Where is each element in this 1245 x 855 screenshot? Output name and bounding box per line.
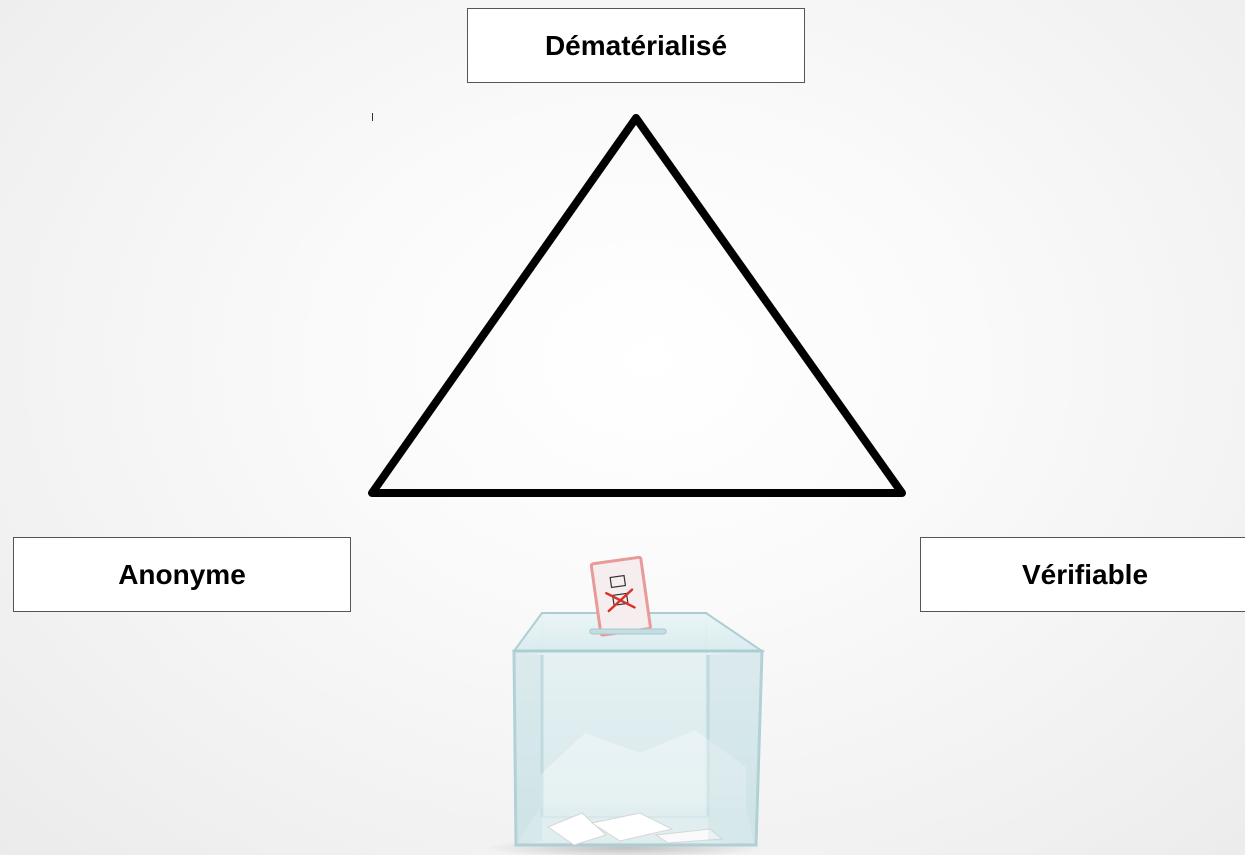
label-anonyme-text: Anonyme <box>118 558 246 590</box>
label-dematerialise-text: Dématérialisé <box>544 29 728 61</box>
ballot-paper-icon <box>589 555 652 637</box>
label-verifiable: Vérifiable <box>920 537 1245 612</box>
triangle-shape <box>368 114 906 497</box>
label-dematerialise: Dématérialisé <box>467 8 805 83</box>
label-anonyme: Anonyme <box>13 537 351 612</box>
small-tick-mark <box>372 113 373 121</box>
ballot-box-icon <box>485 555 766 855</box>
label-verifiable-text: Vérifiable <box>1021 558 1149 590</box>
